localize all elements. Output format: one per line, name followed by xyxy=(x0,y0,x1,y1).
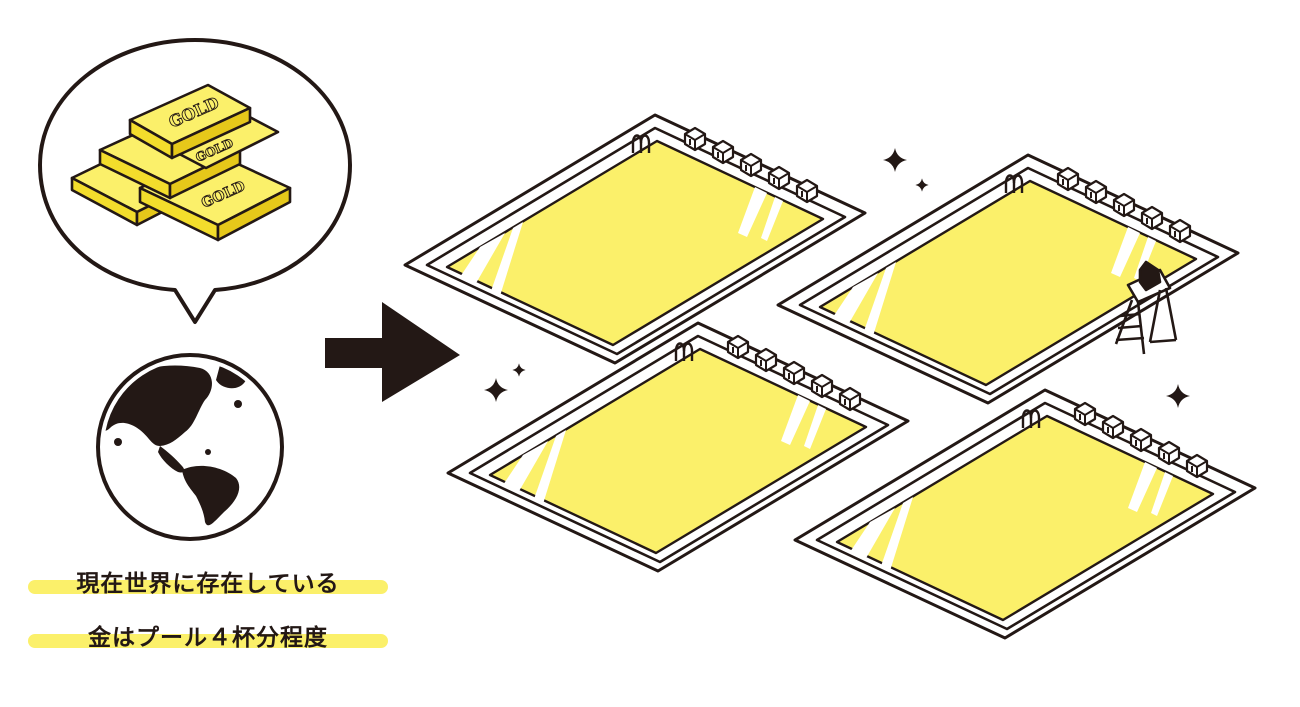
caption-text: 現在世界に存在している xyxy=(76,571,340,597)
earth-globe-icon xyxy=(96,353,284,541)
caption-highlight xyxy=(28,634,388,648)
sparkle-icon xyxy=(1166,384,1190,408)
pool-icon xyxy=(778,155,1238,403)
pool-icon xyxy=(405,115,865,363)
right-arrow-icon xyxy=(325,302,460,402)
sparkle-icon xyxy=(484,363,526,402)
gold-bars-icon xyxy=(70,83,292,242)
lifeguard-chair-icon xyxy=(1114,260,1178,355)
caption-text: 金はプール４杯分程度 xyxy=(88,625,328,651)
caption-highlight xyxy=(28,580,388,594)
sparkle-icon xyxy=(883,148,929,192)
caption-line-1: 現在世界に存在している xyxy=(28,566,388,597)
caption-line-2: 金はプール４杯分程度 xyxy=(28,620,388,651)
